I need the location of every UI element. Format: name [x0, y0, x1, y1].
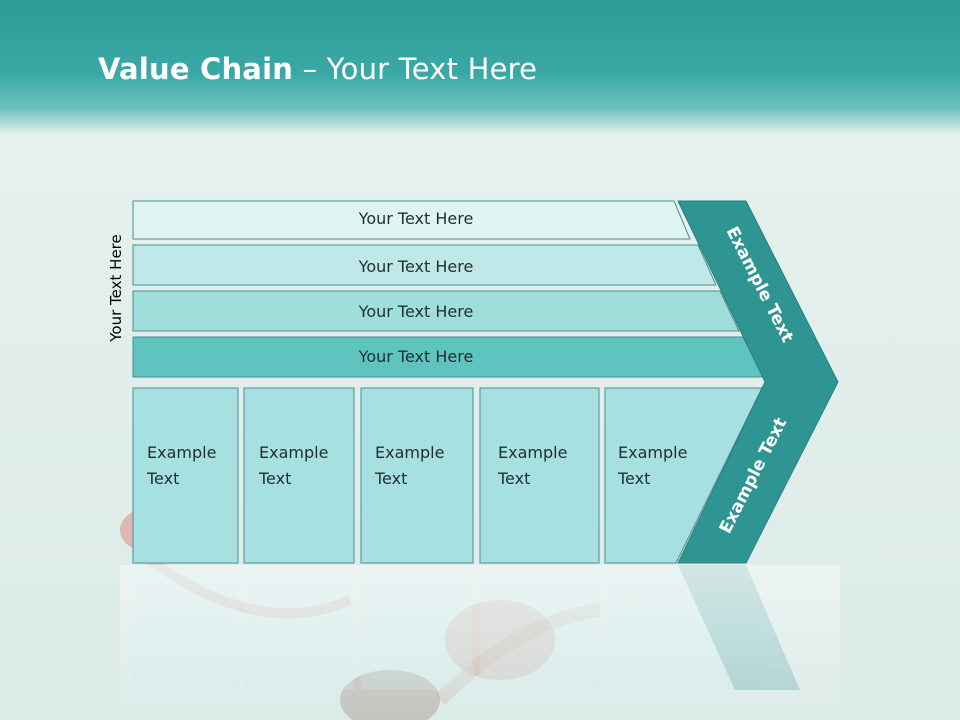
- primary-cell-1: Example Text: [132, 387, 239, 564]
- support-row-4-label: Your Text Here: [358, 347, 474, 366]
- primary-cell-1-line2: Text: [146, 469, 179, 488]
- primary-cell-3: Example Text: [360, 387, 474, 564]
- primary-cell-5-line1: Example: [618, 443, 687, 462]
- support-row-3: Your Text Here: [132, 290, 740, 332]
- primary-cell-2-line2: Text: [258, 469, 291, 488]
- title-rest: – Your Text Here: [293, 52, 538, 86]
- support-row-2-label: Your Text Here: [358, 257, 474, 276]
- primary-cell-2: Example Text: [243, 387, 355, 564]
- support-row-3-label: Your Text Here: [358, 302, 474, 321]
- support-row-2: Your Text Here: [132, 244, 717, 286]
- primary-cell-5: Example Text: [604, 387, 763, 564]
- reflection-fade: [120, 565, 840, 720]
- primary-cell-1-line1: Example: [147, 443, 216, 462]
- support-row-4: Your Text Here: [132, 336, 765, 378]
- primary-cell-2-line1: Example: [259, 443, 328, 462]
- support-row-1: Your Text Here: [132, 200, 691, 240]
- primary-cell-4-line2: Text: [497, 469, 530, 488]
- page-title: Value Chain – Your Text Here: [98, 52, 537, 86]
- header-band: [0, 0, 960, 135]
- primary-cell-4-line1: Example: [498, 443, 567, 462]
- primary-cell-3-line1: Example: [375, 443, 444, 462]
- primary-cell-4: Example Text: [479, 387, 600, 564]
- primary-cell-3-line2: Text: [374, 469, 407, 488]
- title-strong: Value Chain: [98, 52, 294, 86]
- support-row-1-label: Your Text Here: [358, 209, 474, 228]
- primary-cell-5-line2: Text: [617, 469, 650, 488]
